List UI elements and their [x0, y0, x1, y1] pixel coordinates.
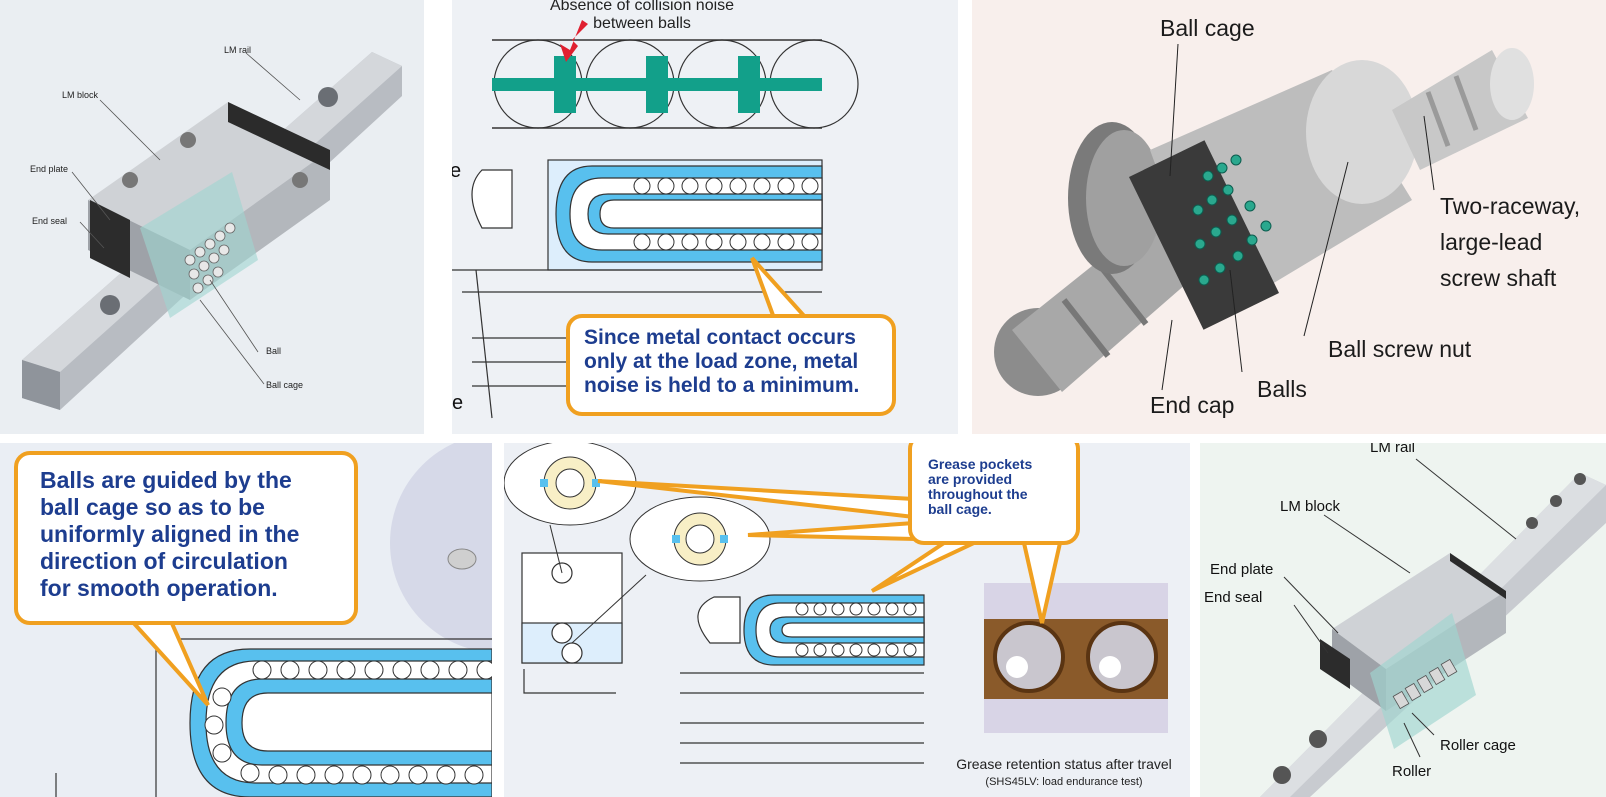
balls-guided-callout: Balls are guided by the ball cage so as … [14, 451, 358, 625]
label-two-raceway-screw-shaft: Two-raceway, large-lead screw shaft [1440, 193, 1581, 291]
panel-balls-guided: Balls are guided by the ball cage so as … [0, 443, 492, 797]
panel-lm-guide-roller: LM rail LM block End plate End seal Roll… [1200, 443, 1606, 797]
ball-cage-diagram [452, 20, 859, 419]
panel-ball-screw: Ball cage Two-raceway, large-lead screw … [972, 0, 1606, 434]
panel-lm-guide-ball: LM rail LM block End plate End seal Ball… [0, 0, 424, 434]
collision-noise-title: Absence of collision noise between balls [549, 0, 735, 32]
label-end-seal: End seal [1204, 589, 1263, 606]
label-end-cap: End cap [1150, 392, 1235, 418]
label-ball-cage: Ball cage [266, 380, 304, 390]
label-roller-cage: Roller cage [1440, 737, 1516, 754]
label-lm-block: LM block [1280, 498, 1341, 515]
label-ball-screw-nut: Ball screw nut [1328, 336, 1472, 362]
ball-screw-illustration [994, 43, 1534, 396]
label-roller: Roller [1392, 763, 1432, 780]
ball-circulation-diagram [55, 443, 492, 797]
lm-guide-roller-illustration [1260, 458, 1606, 797]
red-arrow-icon [560, 20, 588, 62]
lm-guide-ball-illustration [22, 52, 402, 410]
edge-char-top: e [452, 160, 462, 182]
metal-contact-callout: Since metal contact occurs only at the l… [566, 314, 896, 416]
grease-retention-caption: Grease retention status after travel (SH… [956, 756, 1172, 788]
label-lm-rail: LM rail [1370, 443, 1416, 456]
label-end-plate: End plate [1210, 561, 1274, 578]
label-ball-cage: Ball cage [1160, 15, 1255, 41]
label-lm-block: LM block [62, 90, 99, 100]
label-lm-rail: LM rail [224, 45, 252, 55]
label-end-plate: End plate [30, 164, 69, 174]
grease-pocket-diagram [504, 443, 1168, 764]
panel-grease-pockets: Grease pockets are provided throughout t… [504, 443, 1190, 797]
panel-collision-noise: Absence of collision noise between balls [452, 0, 958, 434]
label-ball: Ball [266, 346, 282, 356]
edge-char-bottom: e [452, 392, 464, 414]
grease-pockets-callout: Grease pockets are provided throughout t… [908, 443, 1080, 545]
label-balls: Balls [1257, 376, 1307, 402]
label-end-seal: End seal [32, 216, 68, 226]
